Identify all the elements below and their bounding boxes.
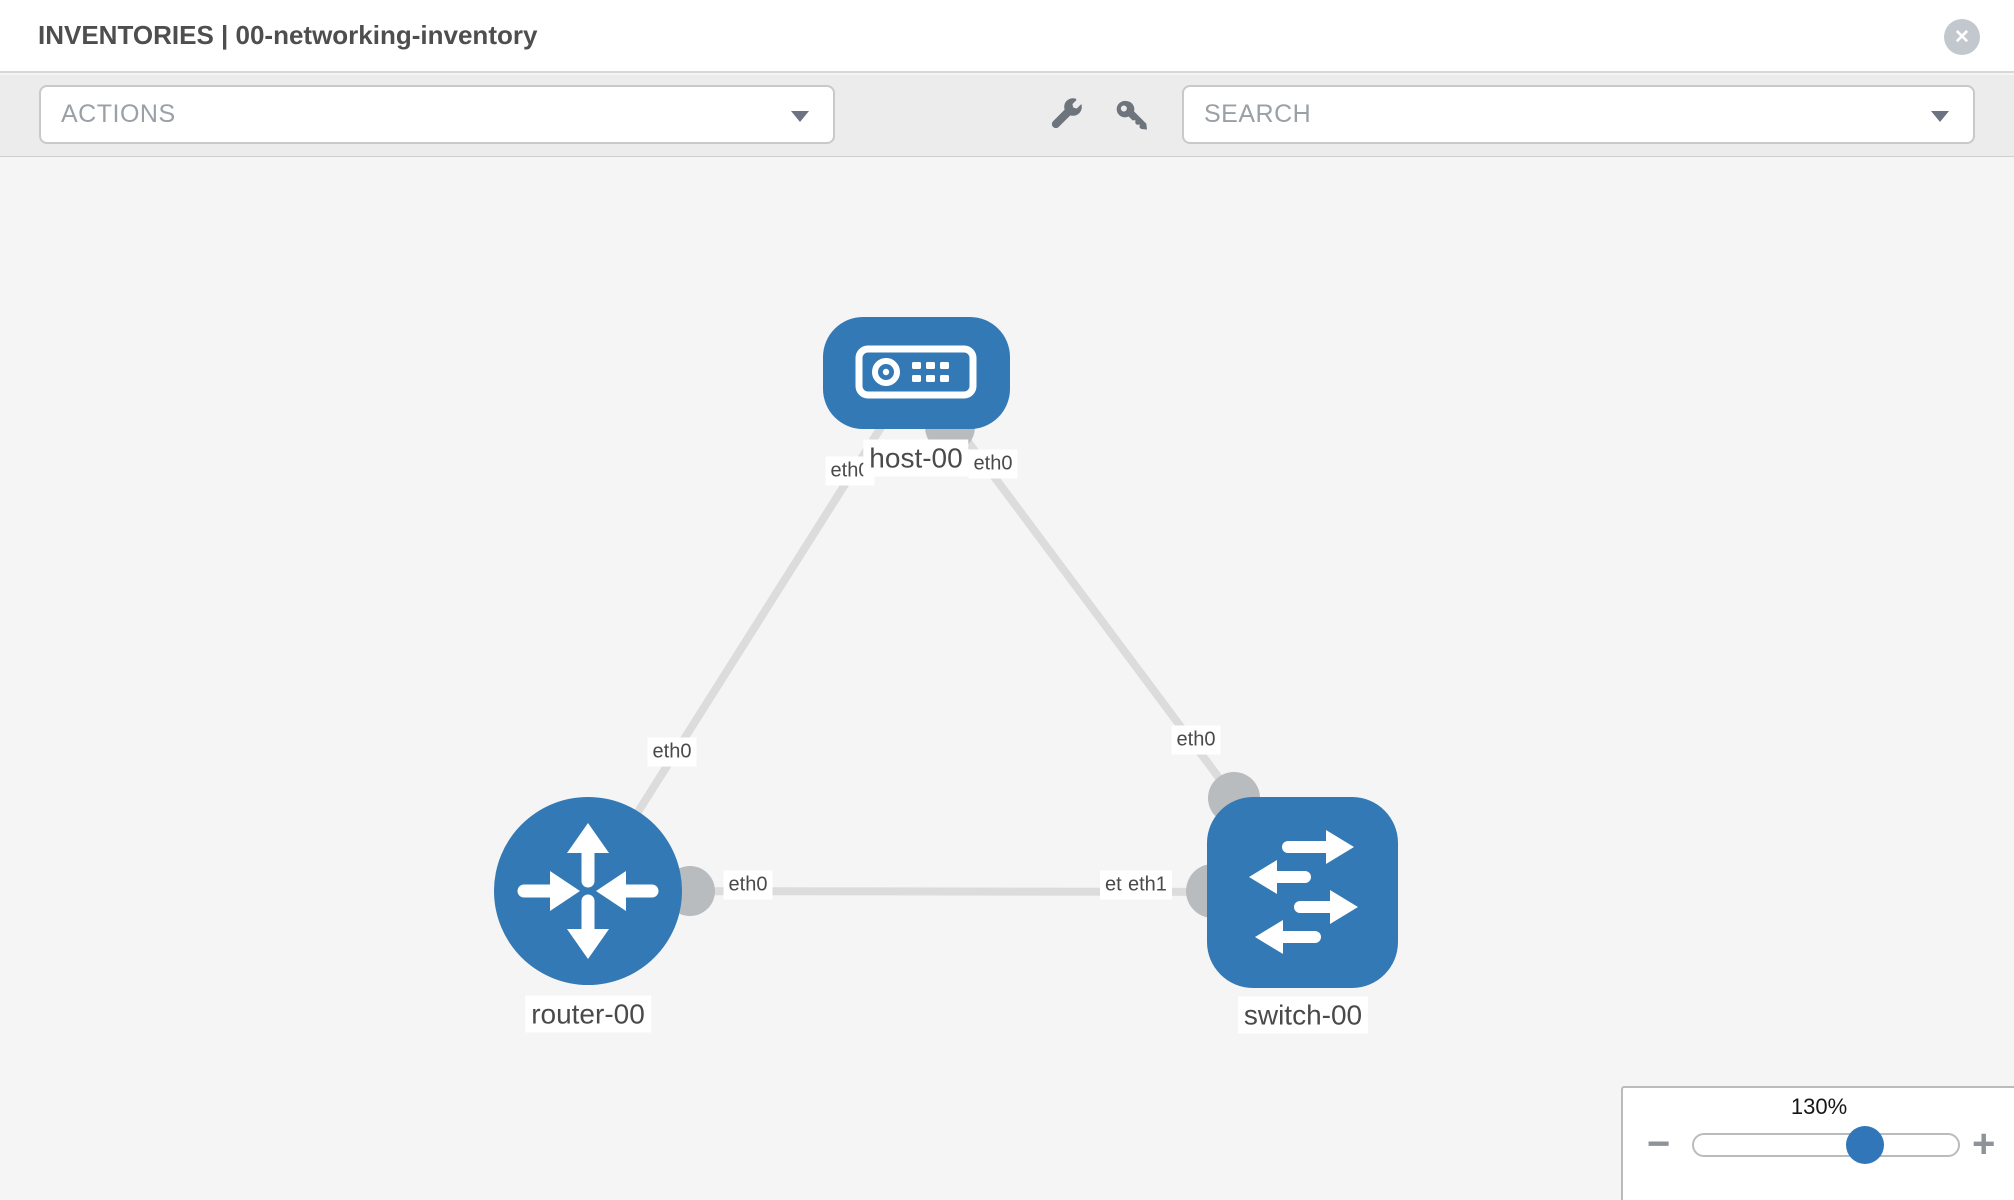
zoom-slider-thumb[interactable] — [1846, 1126, 1884, 1164]
search-dropdown[interactable]: SEARCH — [1182, 85, 1975, 144]
toolbar: ACTIONS SEARCH — [0, 75, 2014, 157]
search-dropdown-label: SEARCH — [1204, 100, 1312, 128]
key-button[interactable] — [1115, 97, 1153, 135]
interface-label-eth0: eth0 — [647, 737, 697, 767]
interface-label-eth1: eth1 — [1123, 870, 1172, 900]
node-host-00[interactable] — [823, 317, 1010, 429]
wrench-button[interactable] — [1048, 97, 1086, 135]
interface-label-eth0: eth0 — [1171, 725, 1221, 755]
interface-label-eth0: eth0 — [968, 449, 1018, 479]
topology-canvas[interactable]: eth0 eth0 host-00 eth0 eth0 eth0 eth0 et… — [0, 158, 2014, 1200]
node-router-00[interactable] — [494, 797, 682, 985]
plus-icon: + — [1972, 1122, 1996, 1166]
node-label-switch-00: switch-00 — [1237, 996, 1369, 1034]
zoom-in-button[interactable]: + — [1972, 1124, 1995, 1164]
host-icon — [855, 345, 977, 399]
page-title: INVENTORIES | 00-networking-inventory — [38, 20, 538, 50]
actions-dropdown-label: ACTIONS — [61, 100, 176, 128]
close-button[interactable]: ✕ — [1944, 19, 1980, 55]
key-icon — [1116, 100, 1147, 130]
zoom-panel: 130% − + — [1621, 1086, 2014, 1200]
minus-icon: − — [1647, 1122, 1671, 1166]
zoom-out-button[interactable]: − — [1647, 1124, 1670, 1164]
router-icon — [517, 823, 659, 959]
chevron-down-icon — [1931, 111, 1949, 122]
node-label-router-00: router-00 — [525, 995, 651, 1033]
topology-graph — [494, 317, 1398, 988]
interface-label-eth0: eth0 — [825, 456, 875, 486]
zoom-slider-track[interactable] — [1692, 1133, 1960, 1157]
close-icon: ✕ — [1954, 26, 1970, 48]
wrench-icon — [1051, 98, 1083, 129]
actions-dropdown[interactable]: ACTIONS — [39, 85, 835, 144]
node-switch-00[interactable] — [1207, 797, 1398, 988]
interface-label-eth0: eth0 — [723, 870, 773, 900]
zoom-level-value: 130% — [1790, 1094, 1848, 1119]
switch-icon — [1249, 830, 1358, 954]
interface-connectors — [665, 402, 1260, 918]
chevron-down-icon — [791, 111, 809, 122]
node-label-host-00: host-00 — [863, 439, 969, 477]
header: INVENTORIES | 00-networking-inventory ✕ — [0, 0, 2014, 73]
